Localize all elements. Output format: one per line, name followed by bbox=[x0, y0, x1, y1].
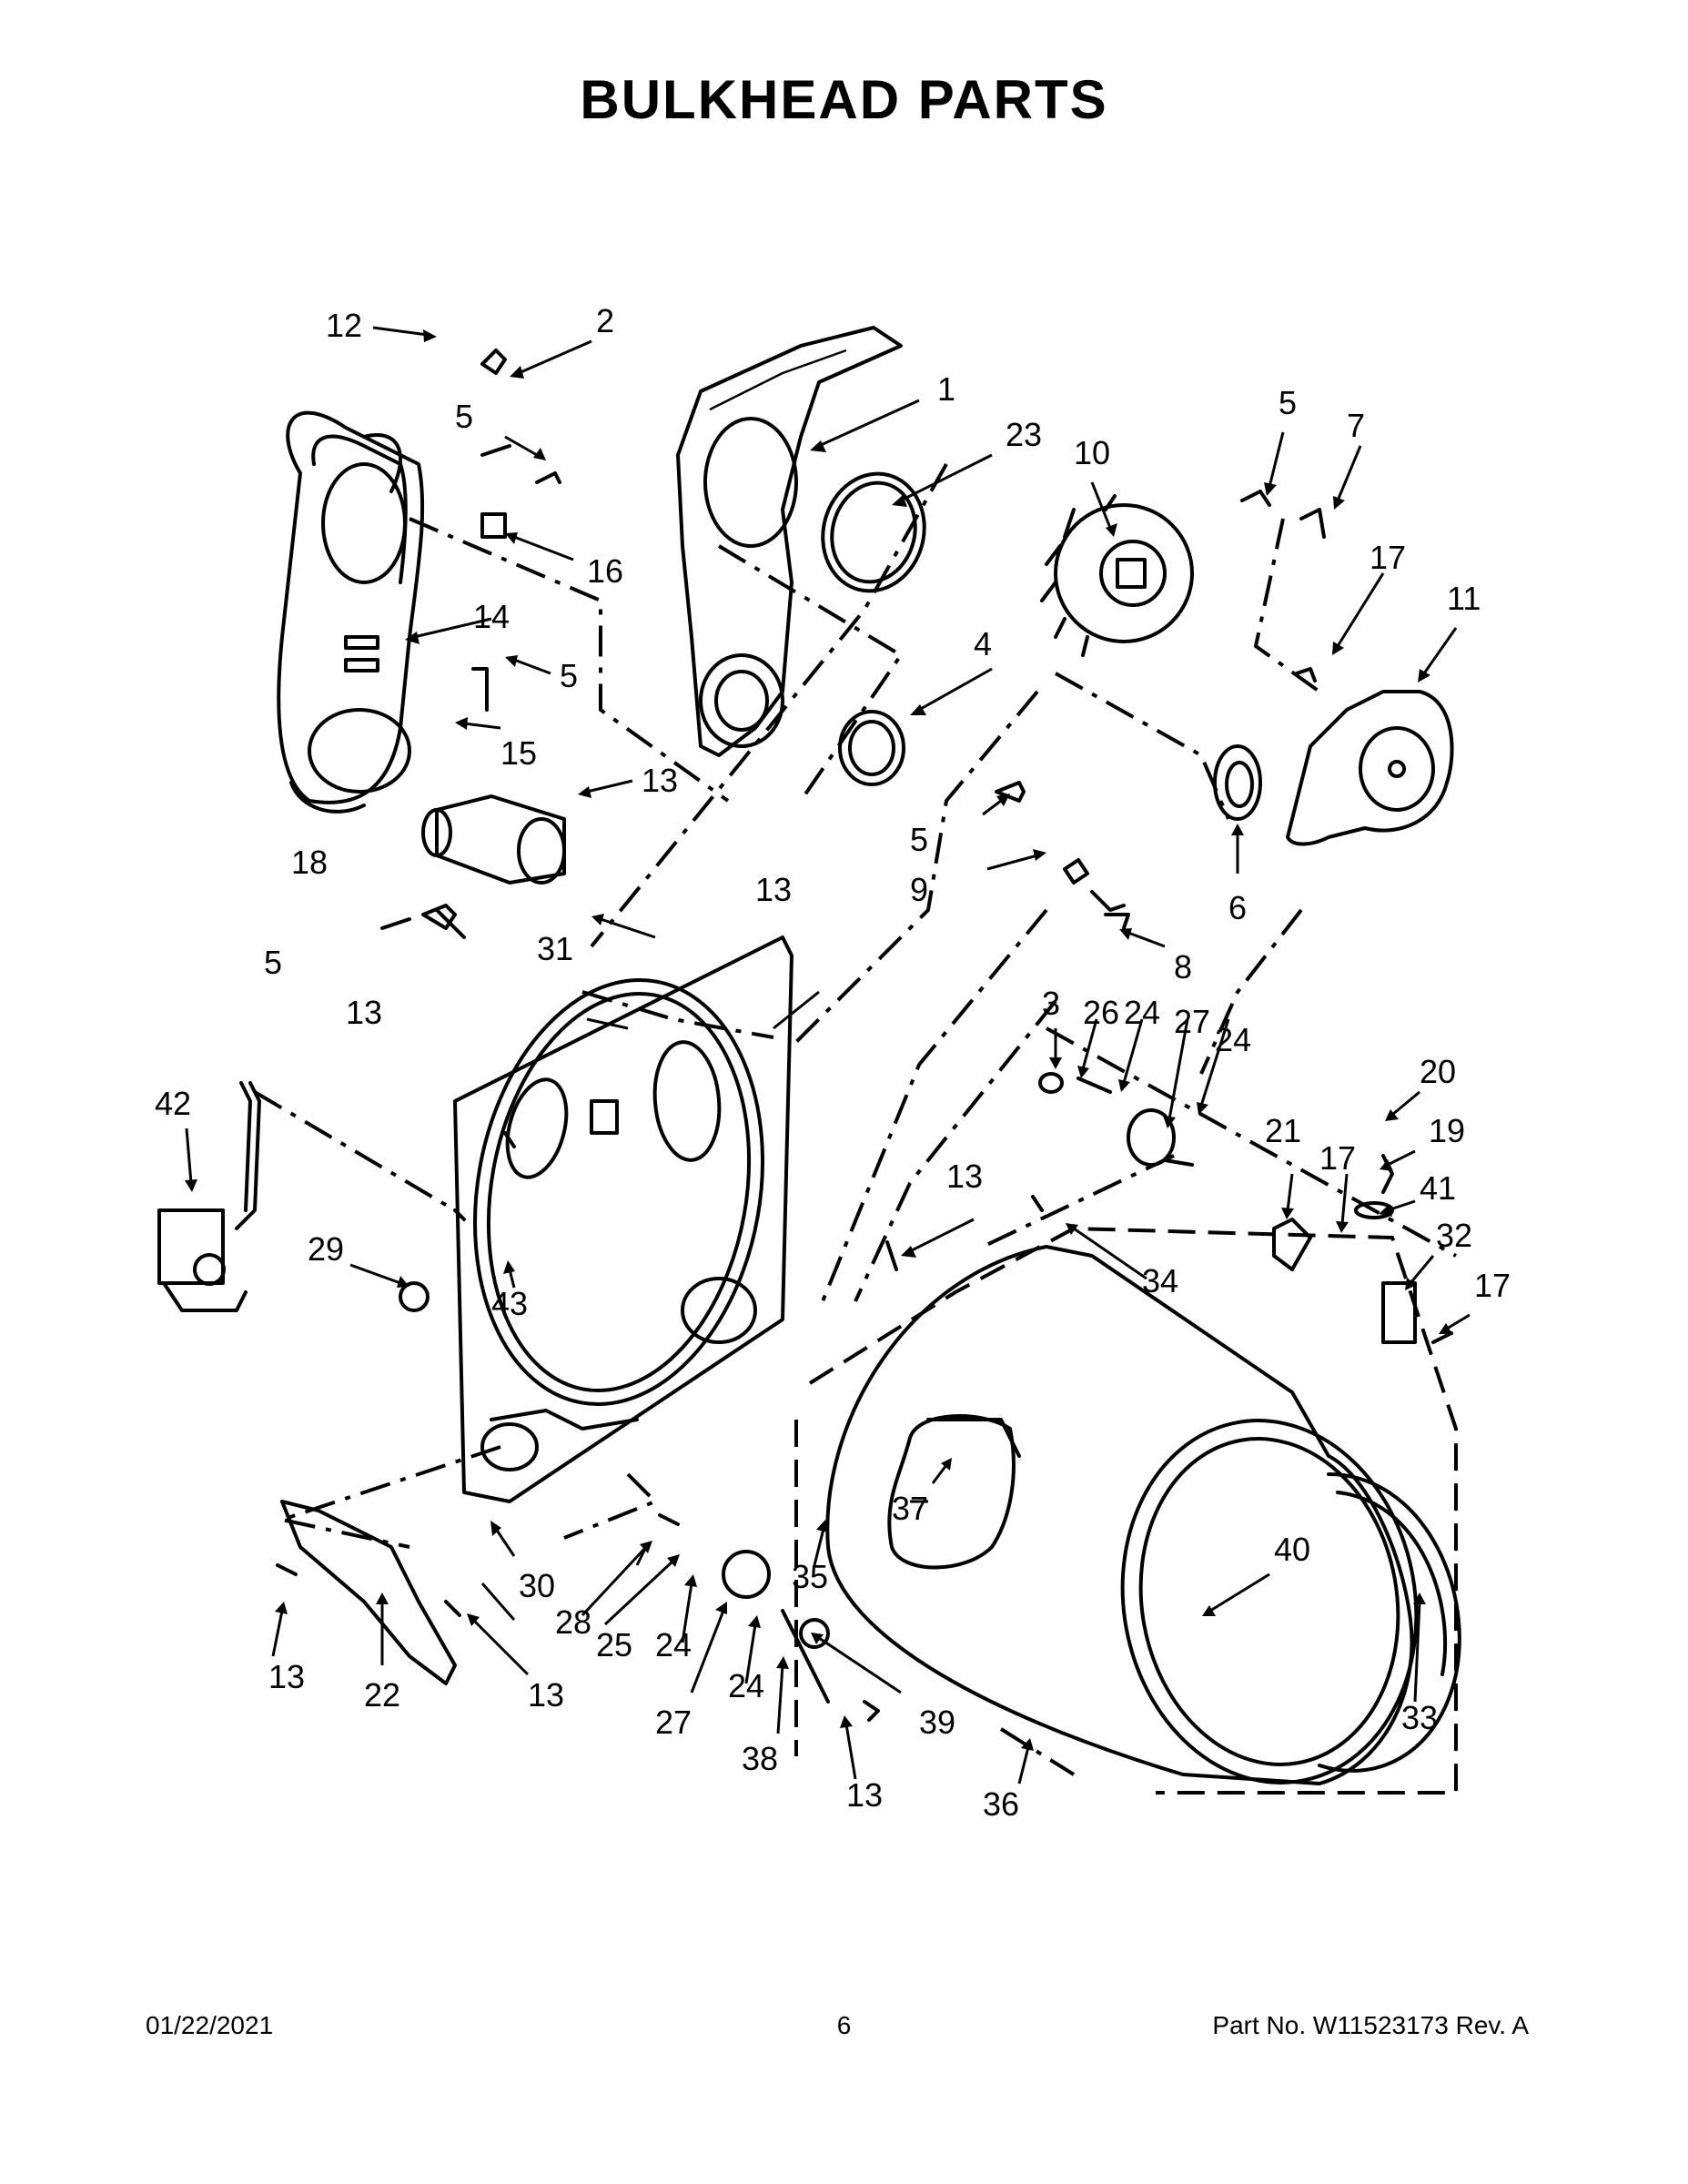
callout-24b: 24 bbox=[1215, 1021, 1251, 1058]
seal-part-4 bbox=[838, 710, 905, 786]
callout-25: 25 bbox=[596, 1626, 632, 1663]
assembly-lines bbox=[253, 463, 1458, 1795]
callout-40: 40 bbox=[1274, 1531, 1310, 1568]
callout-36: 36 bbox=[983, 1785, 1019, 1823]
page-title: BULKHEAD PARTS bbox=[580, 69, 1108, 130]
callout-24c: 24 bbox=[655, 1626, 692, 1663]
callout-33: 33 bbox=[1401, 1699, 1438, 1736]
callout-5b: 5 bbox=[560, 657, 578, 694]
callout-10: 10 bbox=[1074, 434, 1110, 471]
callout-17: 17 bbox=[1370, 539, 1406, 576]
front-panel-part-14 bbox=[277, 410, 425, 814]
callout-4: 4 bbox=[974, 625, 992, 662]
callout-16: 16 bbox=[587, 552, 623, 590]
callout-17b: 17 bbox=[1319, 1139, 1356, 1177]
callout-13: 13 bbox=[642, 762, 678, 799]
leader-lines bbox=[185, 326, 1471, 1785]
callout-26: 26 bbox=[1083, 994, 1119, 1031]
seal-part-6-inner bbox=[1225, 761, 1254, 808]
callout-7: 7 bbox=[1347, 407, 1365, 444]
callout-24d: 24 bbox=[728, 1667, 764, 1704]
callout-29: 29 bbox=[308, 1230, 344, 1268]
callout-2: 2 bbox=[596, 302, 614, 339]
footer-page-number: 6 bbox=[836, 2011, 852, 2039]
callout-13g: 13 bbox=[846, 1776, 883, 1814]
callout-5e: 5 bbox=[910, 821, 928, 858]
footer-part-number: Part No. W11523173 Rev. A bbox=[1212, 2011, 1529, 2039]
callout-31: 31 bbox=[537, 930, 573, 967]
gas-valve-part-42 bbox=[157, 1081, 261, 1312]
callout-27b: 27 bbox=[655, 1704, 692, 1741]
callout-24: 24 bbox=[1124, 994, 1160, 1031]
callout-23: 23 bbox=[1006, 416, 1042, 453]
callout-39: 39 bbox=[919, 1704, 955, 1741]
callout-19: 19 bbox=[1429, 1112, 1465, 1149]
callout-35: 35 bbox=[792, 1558, 828, 1595]
callout-20: 20 bbox=[1420, 1053, 1456, 1090]
callout-28: 28 bbox=[555, 1603, 591, 1641]
callout-8: 8 bbox=[1174, 948, 1192, 986]
callout-13c: 13 bbox=[346, 994, 382, 1031]
callout-6: 6 bbox=[1228, 889, 1247, 926]
blower-housing-part-11 bbox=[1286, 690, 1454, 846]
callout-17c: 17 bbox=[1474, 1267, 1511, 1304]
footer-date: 01/22/2021 bbox=[146, 2011, 274, 2039]
duct-part-18 bbox=[421, 794, 566, 885]
callout-5d: 5 bbox=[1279, 384, 1297, 421]
callout-labels: 12 2 5 16 14 5 15 13 18 13 5 31 1 23 10 … bbox=[155, 302, 1511, 1823]
callout-1: 1 bbox=[937, 370, 955, 408]
callout-34: 34 bbox=[1142, 1262, 1178, 1299]
blower-wheel-part-10 bbox=[1040, 494, 1194, 657]
callout-32: 32 bbox=[1436, 1217, 1472, 1254]
callout-42: 42 bbox=[155, 1085, 191, 1122]
bulkhead-part-1 bbox=[676, 326, 903, 757]
drum-part-36 bbox=[825, 1245, 1419, 1785]
drum-seal-part-33-inner bbox=[1336, 1491, 1448, 1676]
callout-13d: 13 bbox=[946, 1158, 983, 1195]
callout-13f: 13 bbox=[528, 1676, 564, 1714]
hardware-screws bbox=[276, 349, 1453, 1722]
callout-11: 11 bbox=[1447, 580, 1481, 617]
seal-inner-part-23 bbox=[830, 480, 917, 584]
callout-5: 5 bbox=[455, 398, 473, 435]
seal-part-23 bbox=[821, 471, 926, 593]
callout-9: 9 bbox=[910, 871, 928, 908]
callout-43: 43 bbox=[491, 1285, 528, 1322]
callout-22: 22 bbox=[364, 1676, 400, 1714]
callout-12: 12 bbox=[326, 307, 362, 344]
seal-part-4-inner bbox=[848, 720, 895, 776]
callout-13b: 13 bbox=[755, 871, 792, 908]
callout-5c: 5 bbox=[264, 944, 282, 981]
callout-37: 37 bbox=[892, 1490, 928, 1527]
callout-27: 27 bbox=[1174, 1003, 1210, 1040]
callout-38: 38 bbox=[742, 1740, 778, 1777]
seal-part-6 bbox=[1213, 744, 1262, 821]
callout-41: 41 bbox=[1420, 1169, 1456, 1207]
callout-3: 3 bbox=[1042, 985, 1060, 1022]
drum-seal-part-33 bbox=[1318, 1472, 1461, 1773]
callout-21: 21 bbox=[1265, 1112, 1301, 1149]
callout-30: 30 bbox=[519, 1567, 555, 1604]
callout-15: 15 bbox=[500, 734, 537, 772]
bulkhead-frame-part-30 bbox=[453, 935, 793, 1503]
callout-14: 14 bbox=[473, 598, 510, 635]
callout-18: 18 bbox=[291, 844, 328, 881]
callout-13e: 13 bbox=[268, 1658, 305, 1695]
heater-shield-part-22 bbox=[280, 1500, 457, 1685]
